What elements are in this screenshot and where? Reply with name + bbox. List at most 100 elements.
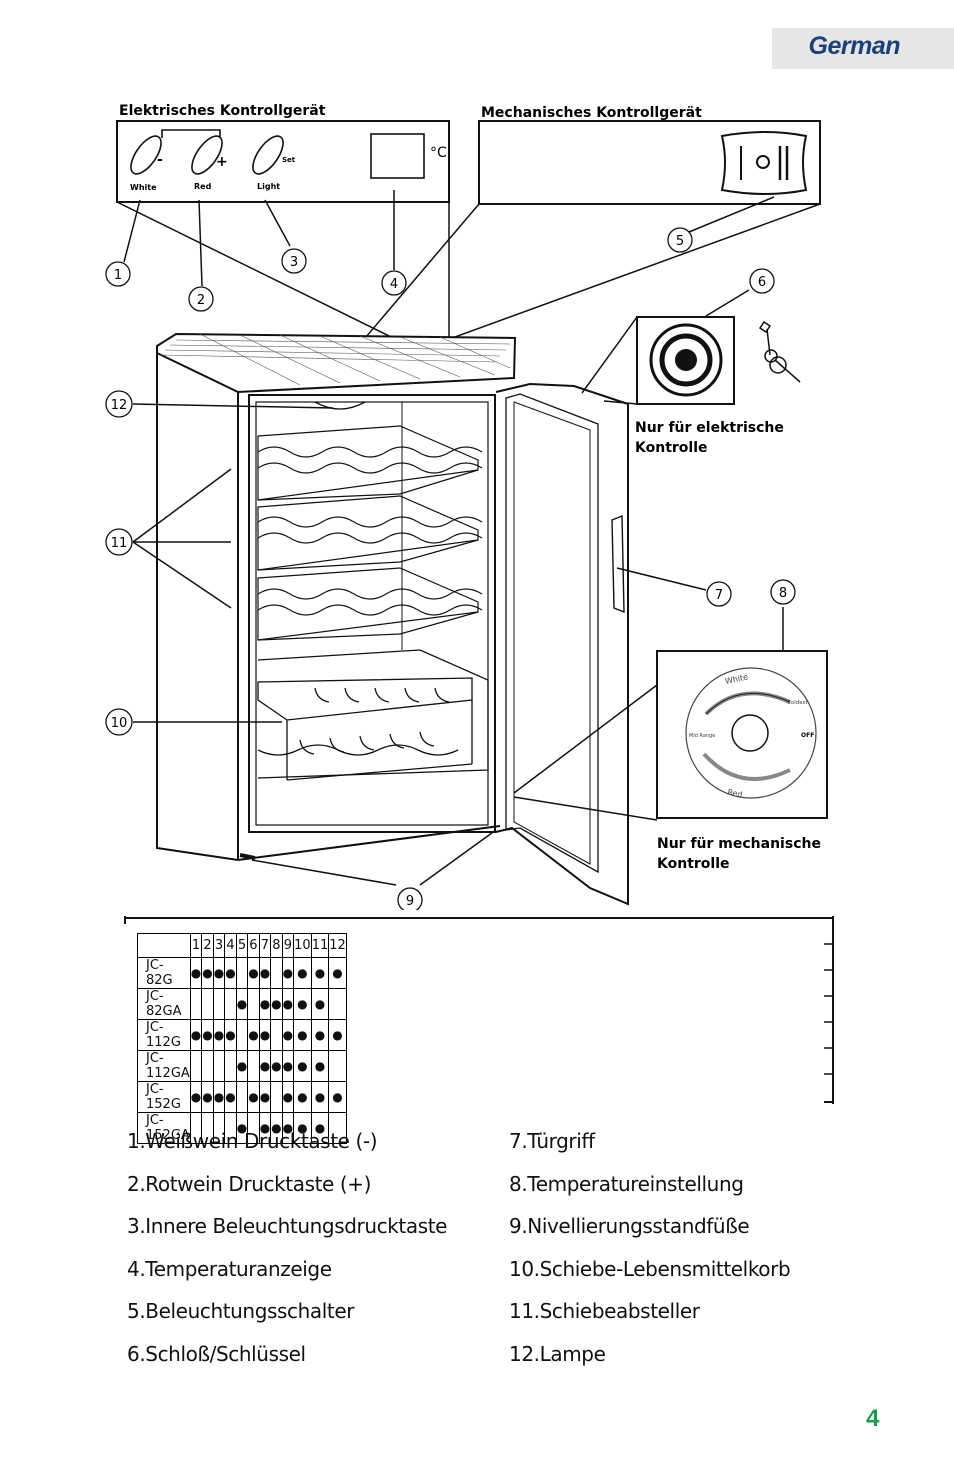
dial-red-label: Red	[727, 787, 744, 799]
thermostat-dial	[656, 650, 828, 819]
feature-cell: ●	[310, 988, 330, 1020]
feature-cell	[235, 957, 249, 989]
table-row: JC-112G●●●●●●●●●●	[137, 1019, 347, 1051]
legend-item: 10.Schiebe-Lebensmittelkorb	[509, 1256, 791, 1281]
feature-cell	[201, 1112, 214, 1144]
feature-cell	[224, 1050, 237, 1082]
feature-cell: ●	[201, 957, 214, 989]
feature-cell	[189, 1112, 203, 1144]
column-header-2: 2	[201, 933, 214, 958]
language-tab: German	[772, 28, 954, 69]
table-row: JC-82G●●●●●●●●●●	[137, 957, 347, 989]
column-header-5: 5	[235, 933, 249, 958]
wine-shelves	[257, 425, 483, 641]
column-header-4: 4	[224, 933, 237, 958]
page-number: 4	[866, 1405, 880, 1432]
dial-white-label: White	[724, 672, 749, 686]
door-handle[interactable]	[611, 514, 625, 614]
minus-sign: -	[157, 152, 163, 168]
callout-11: 11	[111, 536, 128, 551]
model-name-cell: JC-112GA	[137, 1050, 191, 1082]
column-header-9: 9	[281, 933, 295, 958]
callout-8-circle	[770, 579, 796, 605]
callout-4: 4	[390, 277, 398, 292]
feature-cell	[224, 1112, 237, 1144]
feature-cell: ●	[293, 1050, 312, 1082]
callout-8: 8	[779, 586, 787, 601]
temperature-display	[370, 133, 425, 179]
dial-coldest-label: Coldest	[787, 700, 808, 706]
feature-cell: ●	[189, 957, 203, 989]
feature-cell	[270, 1081, 283, 1113]
key-icon	[758, 320, 801, 383]
feature-cell: ●	[189, 1019, 203, 1051]
legend-item: 2.Rotwein Drucktaste (+)	[127, 1171, 372, 1196]
feature-cell: ●	[270, 988, 283, 1020]
feature-cell: ●	[201, 1081, 214, 1113]
legend-item: 7.Türgriff	[509, 1129, 595, 1153]
callout-4-circle	[381, 270, 407, 296]
feature-cell	[224, 988, 237, 1020]
feature-cell	[189, 988, 203, 1020]
feature-cell: ●	[270, 1112, 283, 1144]
feature-cell: ●	[293, 988, 312, 1020]
feature-cell: ●	[310, 1081, 330, 1113]
feature-cell: ●	[310, 1019, 330, 1051]
appliance-diagram: Elektrisches Kontrollgerät Mechanisches …	[105, 103, 828, 910]
callout-6-circle	[749, 268, 775, 294]
callout-9-circle	[397, 887, 423, 910]
feature-cell: ●	[258, 957, 272, 989]
callout-1: 1	[114, 268, 122, 283]
legend-item: 8.Temperatureinstellung	[509, 1171, 744, 1196]
feature-cell	[201, 988, 214, 1020]
mech-caption-line1: Nur für mechanische	[657, 836, 821, 852]
light-button-shape[interactable]	[247, 131, 289, 179]
column-header-10: 10	[293, 933, 312, 958]
model-name-cell: JC-112G	[137, 1019, 191, 1051]
table-row: JC-112GA●●●●●●	[137, 1050, 347, 1082]
mechanical-panel-label: Mechanisches Kontrollgerät	[481, 105, 702, 121]
feature-cell: ●	[201, 1019, 214, 1051]
callout-2-circle	[188, 286, 214, 312]
legend-left-list: 1.Weißwein Drucktaste (-)2.Rotwein Druck…	[127, 1126, 447, 1382]
callout-5: 5	[676, 234, 684, 249]
feature-cell: ●	[281, 1081, 295, 1113]
feature-cell	[235, 1019, 249, 1051]
feature-cell: ●	[224, 1081, 237, 1113]
feature-cell: ●	[189, 1081, 203, 1113]
language-label: German	[808, 32, 901, 60]
callout-7-circle	[706, 581, 732, 607]
plus-sign: +	[216, 154, 228, 170]
feature-cell: ●	[258, 1050, 272, 1082]
feature-cell: ●	[212, 957, 226, 989]
dial-midrange-label: Mid Range	[689, 733, 715, 739]
callout-2: 2	[197, 293, 205, 308]
table-row: JC-152GA●●●●●●	[137, 1112, 347, 1144]
feature-cell: ●	[293, 957, 312, 989]
feature-cell: ●	[235, 988, 249, 1020]
dial-off-label: OFF	[801, 732, 814, 739]
callout-5-circle	[667, 227, 693, 253]
feature-cell	[212, 988, 226, 1020]
feature-cell: ●	[328, 1019, 347, 1051]
callout-12-circle	[105, 390, 133, 418]
callout-3: 3	[290, 255, 298, 270]
callout-11-circle	[105, 528, 133, 556]
feature-cell: ●	[293, 1019, 312, 1051]
callout-10-circle	[105, 708, 133, 736]
column-header-1: 1	[189, 933, 203, 958]
feature-cell	[212, 1112, 226, 1144]
feature-cell: ●	[281, 1112, 295, 1144]
feature-cell	[270, 957, 283, 989]
mechanical-panel-box	[478, 120, 821, 205]
feature-cell: ●	[281, 1019, 295, 1051]
table-row: JC-152G●●●●●●●●●●	[137, 1081, 347, 1113]
white-button-shape[interactable]	[125, 131, 167, 179]
table-frame	[124, 916, 834, 1104]
feature-cell: ●	[328, 957, 347, 989]
feature-cell: ●	[281, 988, 295, 1020]
glass-door	[495, 382, 629, 906]
